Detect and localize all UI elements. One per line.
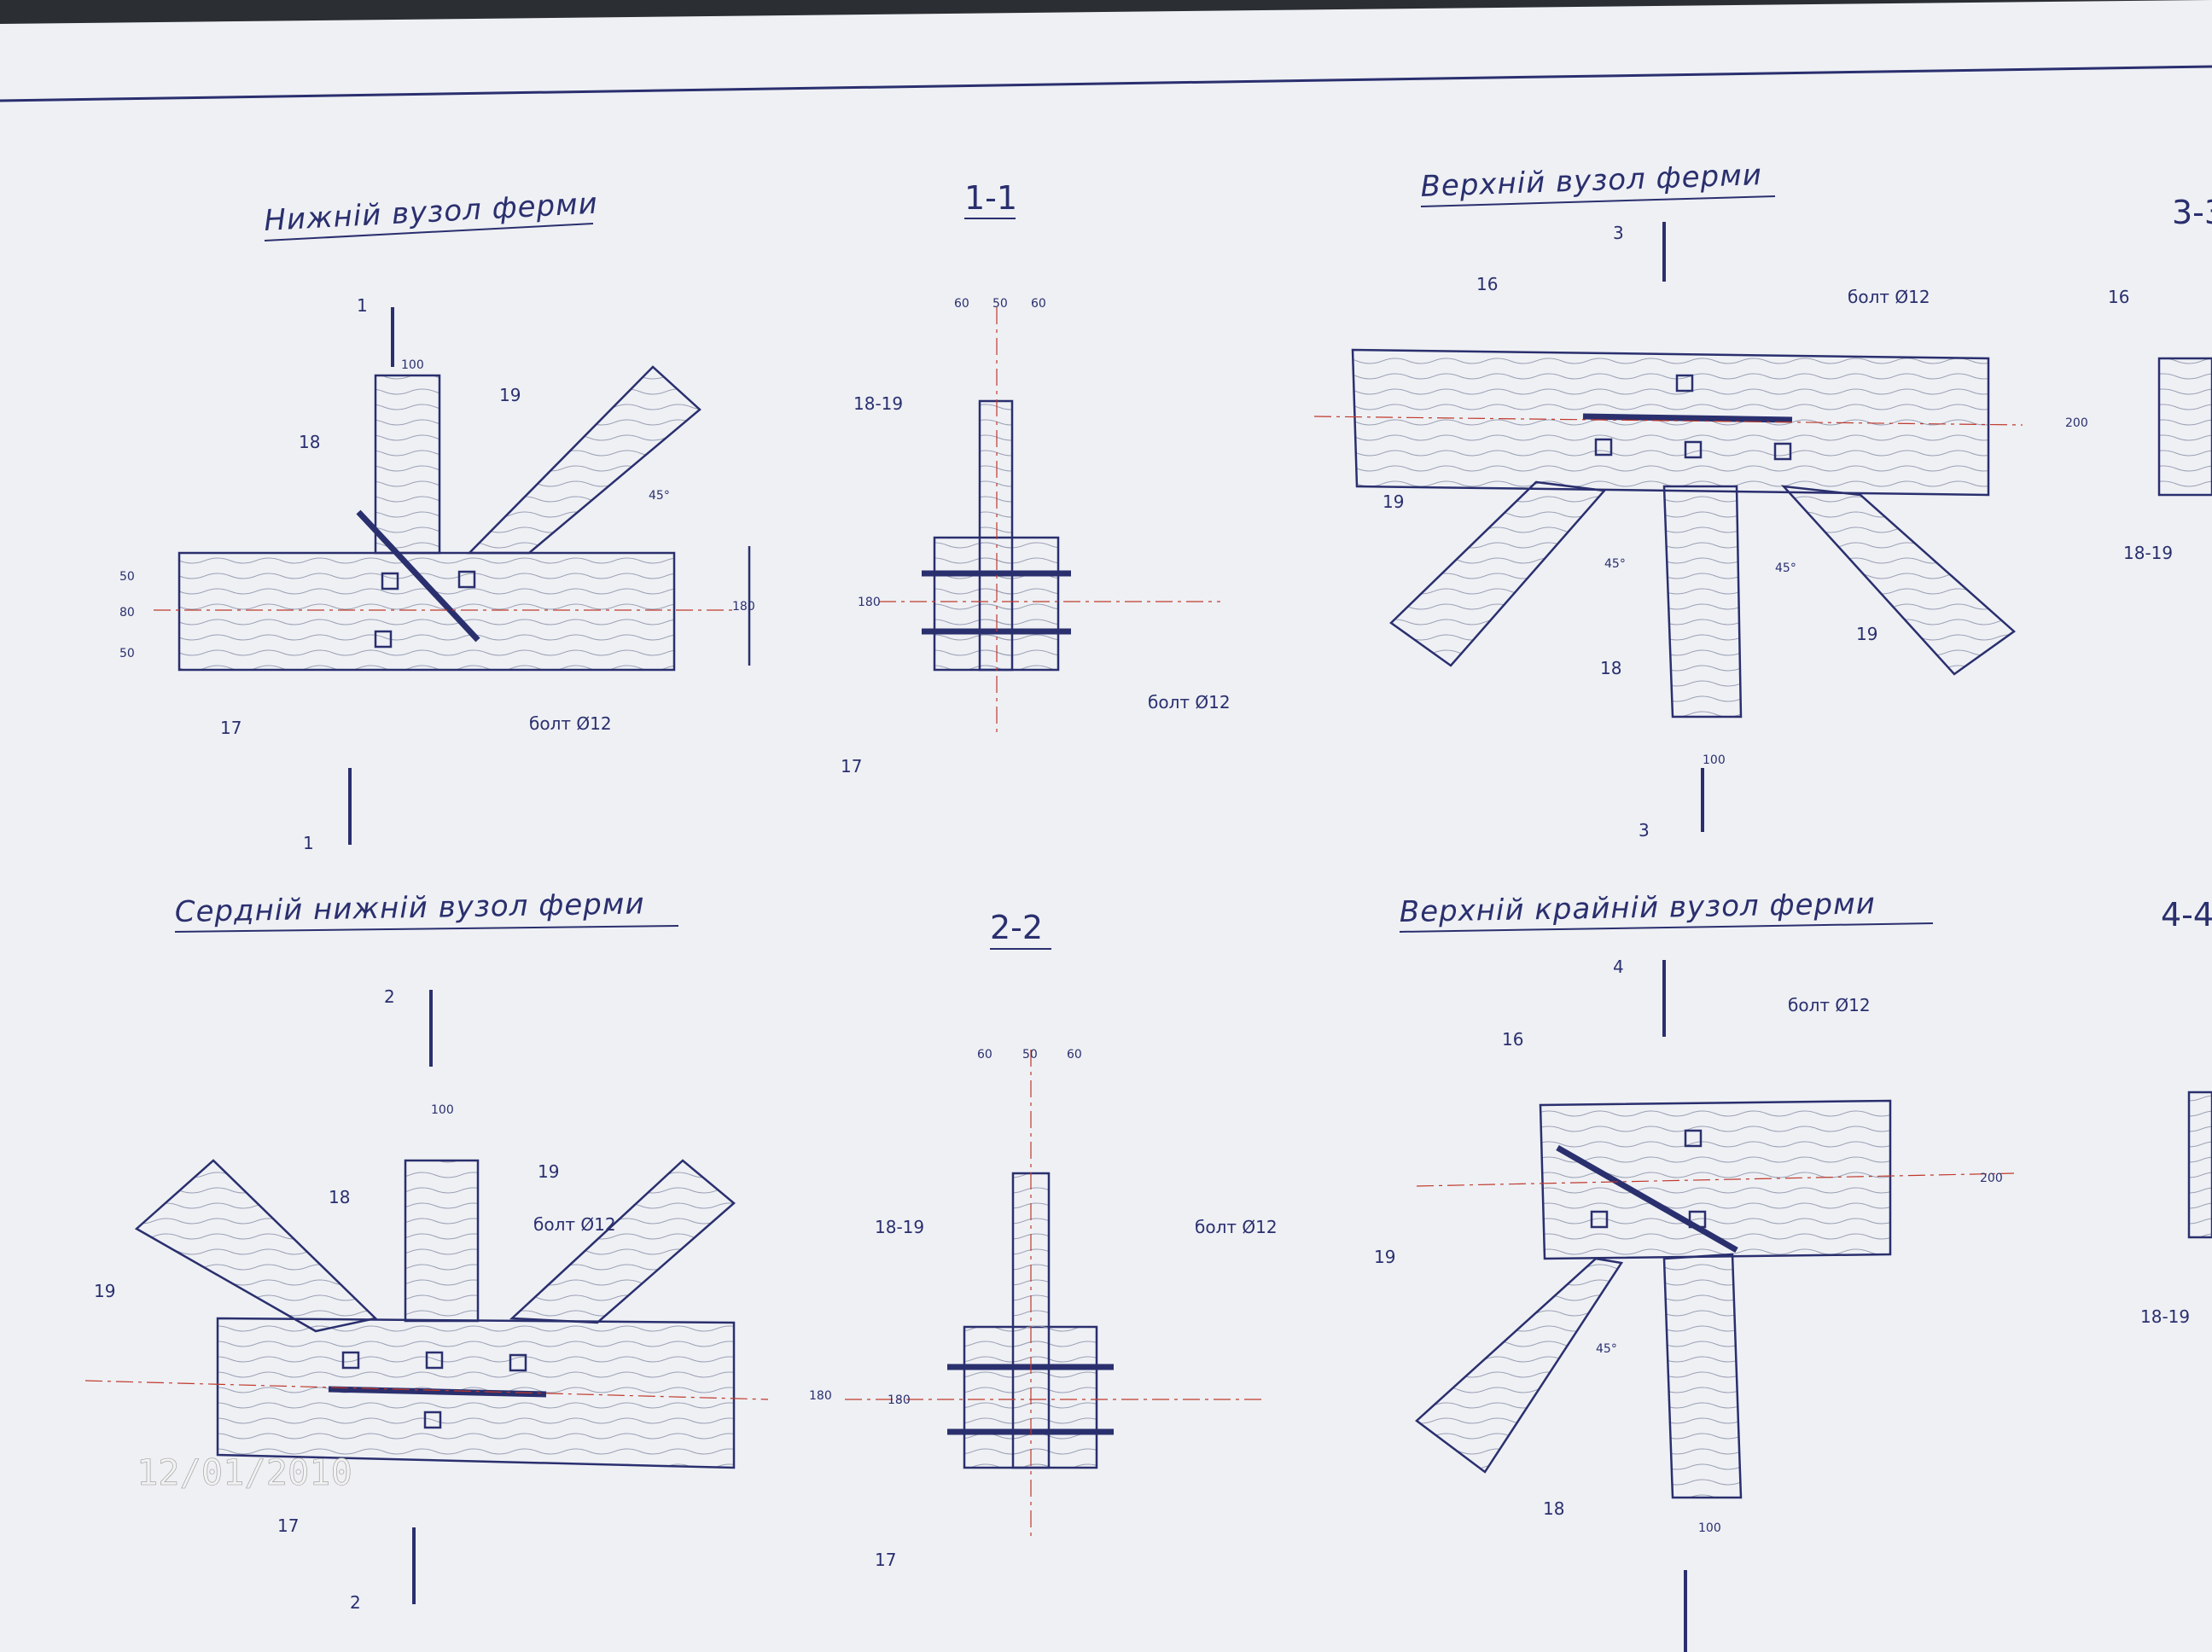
dim-60-f1: 60: [977, 1048, 992, 1062]
label-1819-d: 18-19: [2123, 543, 2173, 563]
label-1819-h: 18-19: [2140, 1306, 2190, 1327]
date-stamp: 12/01/2010: [137, 1451, 352, 1493]
dim-60-f2: 60: [1067, 1048, 1082, 1062]
dim-200-c: 200: [2065, 416, 2088, 430]
angle-c1: 45°: [1604, 557, 1626, 571]
mark-1-top: 1: [357, 295, 368, 316]
dim-50-a1: 50: [119, 570, 135, 584]
dim-100-c: 100: [1703, 753, 1726, 767]
title-underline-top: [1420, 195, 1776, 207]
title-underline-edge: [1399, 922, 1934, 933]
title-middle-bottom-node: Сердній нижній вузол ферми: [174, 887, 644, 929]
mark-1-bottom: 1: [303, 833, 314, 853]
bolt-label-f: болт Ø12: [1195, 1217, 1278, 1237]
title-underline-middle: [174, 925, 679, 933]
dim-100-a: 100: [401, 358, 424, 372]
dim-100-e: 100: [431, 1103, 454, 1117]
dim-80-a: 80: [119, 606, 135, 620]
label-17-f: 17: [875, 1550, 896, 1570]
dim-200-g: 200: [1980, 1172, 2003, 1185]
label-18-c: 18: [1600, 658, 1621, 678]
bolt-label-b: болт Ø12: [1148, 692, 1231, 713]
section-title-1-1: 1-1: [964, 179, 1017, 217]
section-title-3-3: 3-3: [2172, 194, 2212, 231]
section-title-4-4: 4-4: [2161, 896, 2212, 934]
label-1819-f: 18-19: [875, 1217, 924, 1237]
top-node-drawing: [1313, 222, 2023, 832]
label-17-e: 17: [277, 1515, 299, 1536]
dim-60-b2: 60: [1031, 297, 1046, 311]
label-19-g: 19: [1374, 1247, 1395, 1267]
bottom-node-drawing: [154, 307, 751, 845]
section-4-4-drawing: [2187, 1091, 2212, 1239]
dim-50-f: 50: [1022, 1048, 1038, 1062]
dim-180-e: 180: [809, 1389, 832, 1403]
label-18-a: 18: [299, 432, 320, 452]
label-16-c: 16: [1476, 274, 1498, 294]
label-17-a: 17: [220, 718, 242, 738]
dim-180-b: 180: [858, 596, 881, 609]
dim-180-f: 180: [888, 1393, 911, 1407]
bolt-label-g: болт Ø12: [1788, 995, 1871, 1015]
label-17-b: 17: [841, 756, 862, 777]
section-title-2-2: 2-2: [990, 909, 1043, 946]
label-18-e: 18: [329, 1187, 350, 1207]
label-19-c2: 19: [1856, 624, 1877, 644]
label-18-g: 18: [1543, 1498, 1564, 1519]
section-3-3-drawing: [2157, 357, 2212, 497]
section-2-2-drawing: [845, 1050, 1263, 1536]
dim-180-a: 180: [732, 600, 755, 614]
label-16-d: 16: [2108, 287, 2129, 307]
title-top-edge-node: Верхній крайній вузол ферми: [1399, 887, 1876, 929]
mark-2-top: 2: [384, 986, 395, 1007]
label-16-g: 16: [1502, 1029, 1523, 1050]
label-1819-b: 18-19: [853, 393, 903, 414]
bolt-label-c: болт Ø12: [1848, 287, 1930, 307]
middle-bottom-node-drawing: [84, 990, 769, 1604]
bolt-label-a: болт Ø12: [529, 713, 612, 734]
label-19-c1: 19: [1382, 492, 1404, 512]
dim-60-b1: 60: [954, 297, 969, 311]
mark-2-bottom: 2: [350, 1592, 361, 1613]
bolt-label-e: болт Ø12: [533, 1214, 616, 1235]
angle-g: 45°: [1596, 1342, 1617, 1356]
label-19-e2: 19: [94, 1281, 115, 1301]
top-edge-node-drawing: [1415, 960, 2015, 1652]
section-1-1-drawing: [879, 307, 1220, 734]
title-underline: [264, 223, 594, 241]
angle-c2: 45°: [1775, 561, 1796, 575]
mark-3-bottom: 3: [1639, 820, 1650, 841]
dim-50-a2: 50: [119, 647, 135, 660]
mark-3-top: 3: [1613, 223, 1624, 243]
angle-a: 45°: [649, 489, 670, 503]
dim-50-b: 50: [992, 297, 1008, 311]
label-19-e1: 19: [538, 1161, 559, 1182]
label-19-a: 19: [499, 385, 521, 405]
mark-4-top: 4: [1613, 957, 1624, 977]
dim-100-g: 100: [1698, 1521, 1721, 1535]
frame-line: [0, 65, 2212, 102]
